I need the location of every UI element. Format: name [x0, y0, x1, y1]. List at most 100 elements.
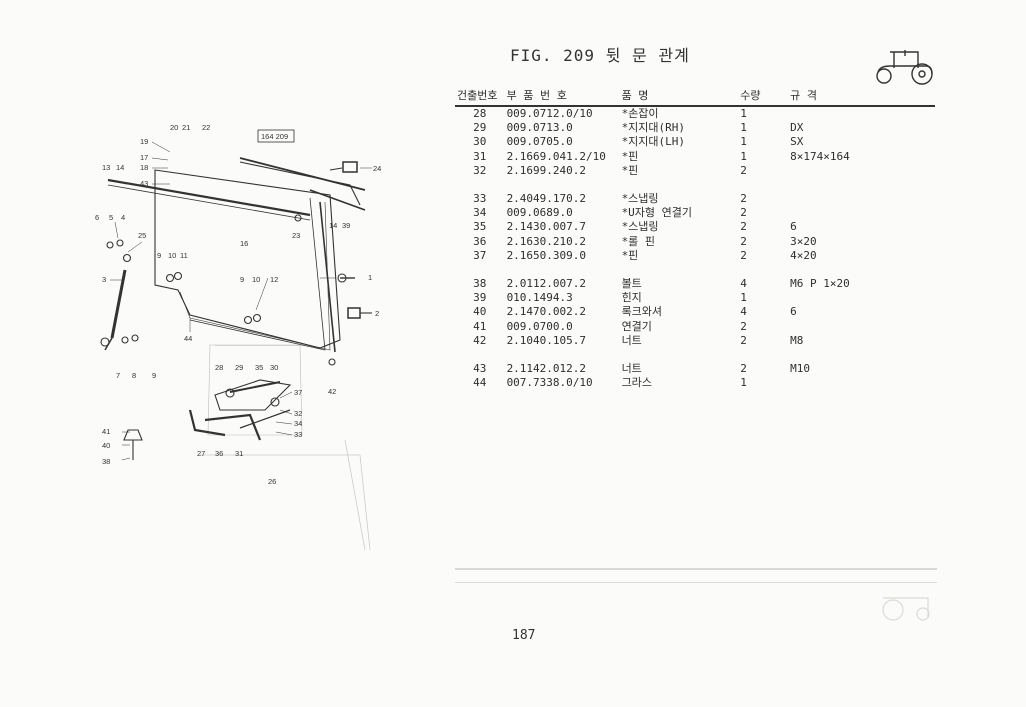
callout-label: 34	[294, 419, 302, 428]
callout-label: 30	[270, 363, 278, 372]
quantity-cell: 2	[740, 163, 747, 177]
specification-cell	[788, 291, 935, 305]
callout-label: 44	[184, 334, 192, 343]
callout-label: 12	[270, 275, 278, 284]
specification-cell: 3×20	[790, 234, 817, 248]
quantity-cell: 2	[740, 361, 747, 375]
callout-label: 5	[109, 213, 113, 222]
part-number-cell: 2.1630.210.2	[506, 234, 587, 248]
specification-cell: 6	[790, 305, 797, 319]
col-header-part-number: 부 품 번 호	[504, 86, 620, 107]
item-number-cell: 42	[473, 333, 487, 347]
group-spacer	[455, 263, 935, 277]
item-number-cell: 41	[473, 319, 487, 333]
callout-label: 33	[294, 430, 302, 439]
quantity-cell: 4	[740, 305, 747, 319]
ghost-rule	[215, 345, 305, 346]
part-number-cell: 009.0700.0	[506, 319, 573, 333]
exploded-parts-diagram: 164 209	[95, 123, 381, 550]
item-number-cell: 39	[473, 291, 487, 305]
callout-label: 21	[182, 123, 190, 132]
quantity-cell: 1	[740, 135, 747, 149]
part-name-cell: *스냅링	[621, 192, 659, 206]
part-name-cell: 록크와셔	[621, 305, 663, 319]
callout-label: 2	[375, 309, 379, 318]
tractor-icon	[876, 50, 933, 85]
part-number-cell: 2.1669.041.2/10	[506, 149, 606, 163]
col-header-item-no: 건출번호	[455, 86, 505, 107]
item-number-cell: 29	[473, 121, 487, 135]
callout-label: 41	[102, 427, 110, 436]
callout-label: 9	[152, 371, 156, 380]
item-number-cell: 33	[473, 192, 487, 206]
callout-label: 42	[328, 387, 336, 396]
part-number-cell: 007.7338.0/10	[506, 376, 593, 390]
callout-label: 8	[132, 371, 136, 380]
item-number-cell: 35	[473, 220, 487, 234]
callout-label: 13	[102, 163, 110, 172]
part-name-cell: 연결기	[621, 319, 652, 333]
specification-cell	[788, 106, 935, 121]
part-number-cell: 2.1699.240.2	[506, 163, 587, 177]
item-number-cell: 37	[473, 248, 487, 262]
callout-label: 43	[140, 179, 148, 188]
quantity-cell: 2	[740, 333, 747, 347]
callout-label: 10	[168, 251, 176, 260]
part-number-cell: 2.0112.007.2	[506, 276, 587, 290]
specification-cell: M8	[790, 333, 804, 347]
col-header-part-name: 품 명	[619, 86, 733, 107]
reference-tag: 164 209	[261, 132, 288, 141]
part-number-cell: 2.4049.170.2	[506, 192, 587, 206]
callout-label: 3	[102, 275, 106, 284]
item-number-cell: 30	[473, 135, 487, 149]
quantity-cell: 1	[740, 376, 747, 390]
specification-cell: M10	[790, 361, 810, 375]
callout-label: 9	[240, 275, 244, 284]
table-header-row: 건출번호 부 품 번 호 품 명 수량 규 격	[455, 86, 935, 107]
callout-label: 17	[140, 153, 148, 162]
part-name-cell: *롤 핀	[621, 234, 656, 248]
item-number-cell: 31	[473, 149, 487, 163]
item-number-cell: 44	[473, 376, 487, 390]
specification-cell	[788, 319, 935, 333]
callout-label: 6	[95, 213, 99, 222]
spacer-cell	[455, 263, 935, 277]
item-number-cell: 43	[473, 361, 487, 375]
item-number-cell: 38	[473, 276, 487, 290]
callout-label: 19	[140, 137, 148, 146]
callout-label: 31	[235, 449, 243, 458]
specification-cell	[788, 164, 935, 178]
callout-label: 24	[373, 164, 381, 173]
callout-label: 11	[180, 251, 188, 260]
item-number-cell: 36	[473, 234, 487, 248]
part-number-cell: 2.1470.002.2	[506, 305, 587, 319]
specification-cell: SX	[790, 135, 804, 149]
callout-label: 16	[240, 239, 248, 248]
callout-label: 14	[329, 221, 337, 230]
part-name-cell: *지지대(LH)	[621, 135, 686, 149]
ghost-tractor-icon	[882, 597, 930, 621]
callout-label: 25	[138, 231, 146, 240]
quantity-cell: 1	[740, 121, 747, 135]
callout-label: 7	[116, 371, 120, 380]
part-number-cell: 2.1040.105.7	[506, 333, 587, 347]
specification-cell: DX	[790, 121, 804, 135]
part-number-cell: 010.1494.3	[506, 291, 573, 305]
part-name-cell: *핀	[621, 248, 639, 262]
reference-tag-box	[257, 129, 295, 143]
callout-label: 20	[170, 123, 178, 132]
callout-label: 28	[215, 363, 223, 372]
callout-label: 23	[292, 231, 300, 240]
